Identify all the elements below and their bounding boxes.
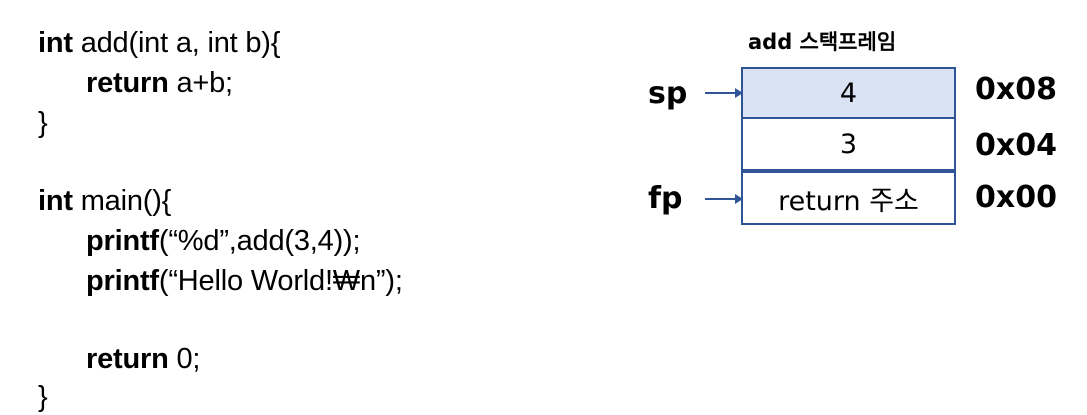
code-text: main(){ (72, 185, 172, 217)
address-label-middle: 0x04 (975, 128, 1057, 163)
fp-arrow-icon (705, 194, 743, 204)
code-text: (“%d”,add(3,4)); (158, 225, 361, 257)
stack-cell-middle: 3 (741, 119, 956, 171)
code-line-return-sum: return a+b; (86, 66, 233, 100)
code-line-printf-hello: printf(“Hello World!₩n”); (86, 264, 403, 298)
sp-pointer-label: sp (648, 76, 688, 111)
code-line-printf-add: printf(“%d”,add(3,4)); (86, 224, 361, 258)
code-text: a+b; (168, 67, 233, 99)
stack-cell-return-address: return 주소 (741, 171, 956, 225)
code-keyword: printf (86, 265, 159, 297)
code-keyword: printf (86, 225, 159, 257)
code-text: } (38, 107, 48, 139)
code-line-add-signature: int add(int a, int b){ (38, 26, 280, 60)
code-text: 0; (168, 343, 201, 375)
stack-frame-title: add 스택프레임 (748, 30, 897, 54)
code-keyword: return (86, 343, 169, 375)
code-line-close-add: } (38, 106, 48, 140)
code-line-main-signature: int main(){ (38, 184, 171, 218)
address-label-bottom: 0x00 (975, 180, 1057, 215)
stack-cell-top: 4 (741, 67, 956, 119)
code-text: add(int a, int b){ (72, 27, 281, 59)
code-line-close-main: } (38, 380, 48, 414)
code-line-return-zero: return 0; (86, 342, 200, 376)
code-text: (“Hello World!₩n”); (158, 265, 403, 297)
sp-arrow-icon (705, 88, 743, 98)
code-keyword: return (86, 67, 169, 99)
address-label-top: 0x08 (975, 72, 1057, 107)
code-keyword: int (38, 185, 73, 217)
stack-frame-diagram: add 스택프레임 4 3 return 주소 0x08 0x04 0x00 s… (600, 0, 1087, 260)
code-block: int add(int a, int b){ return a+b; } int… (38, 26, 403, 414)
code-text: } (38, 381, 48, 413)
code-keyword: int (38, 27, 73, 59)
fp-pointer-label: fp (648, 181, 683, 216)
